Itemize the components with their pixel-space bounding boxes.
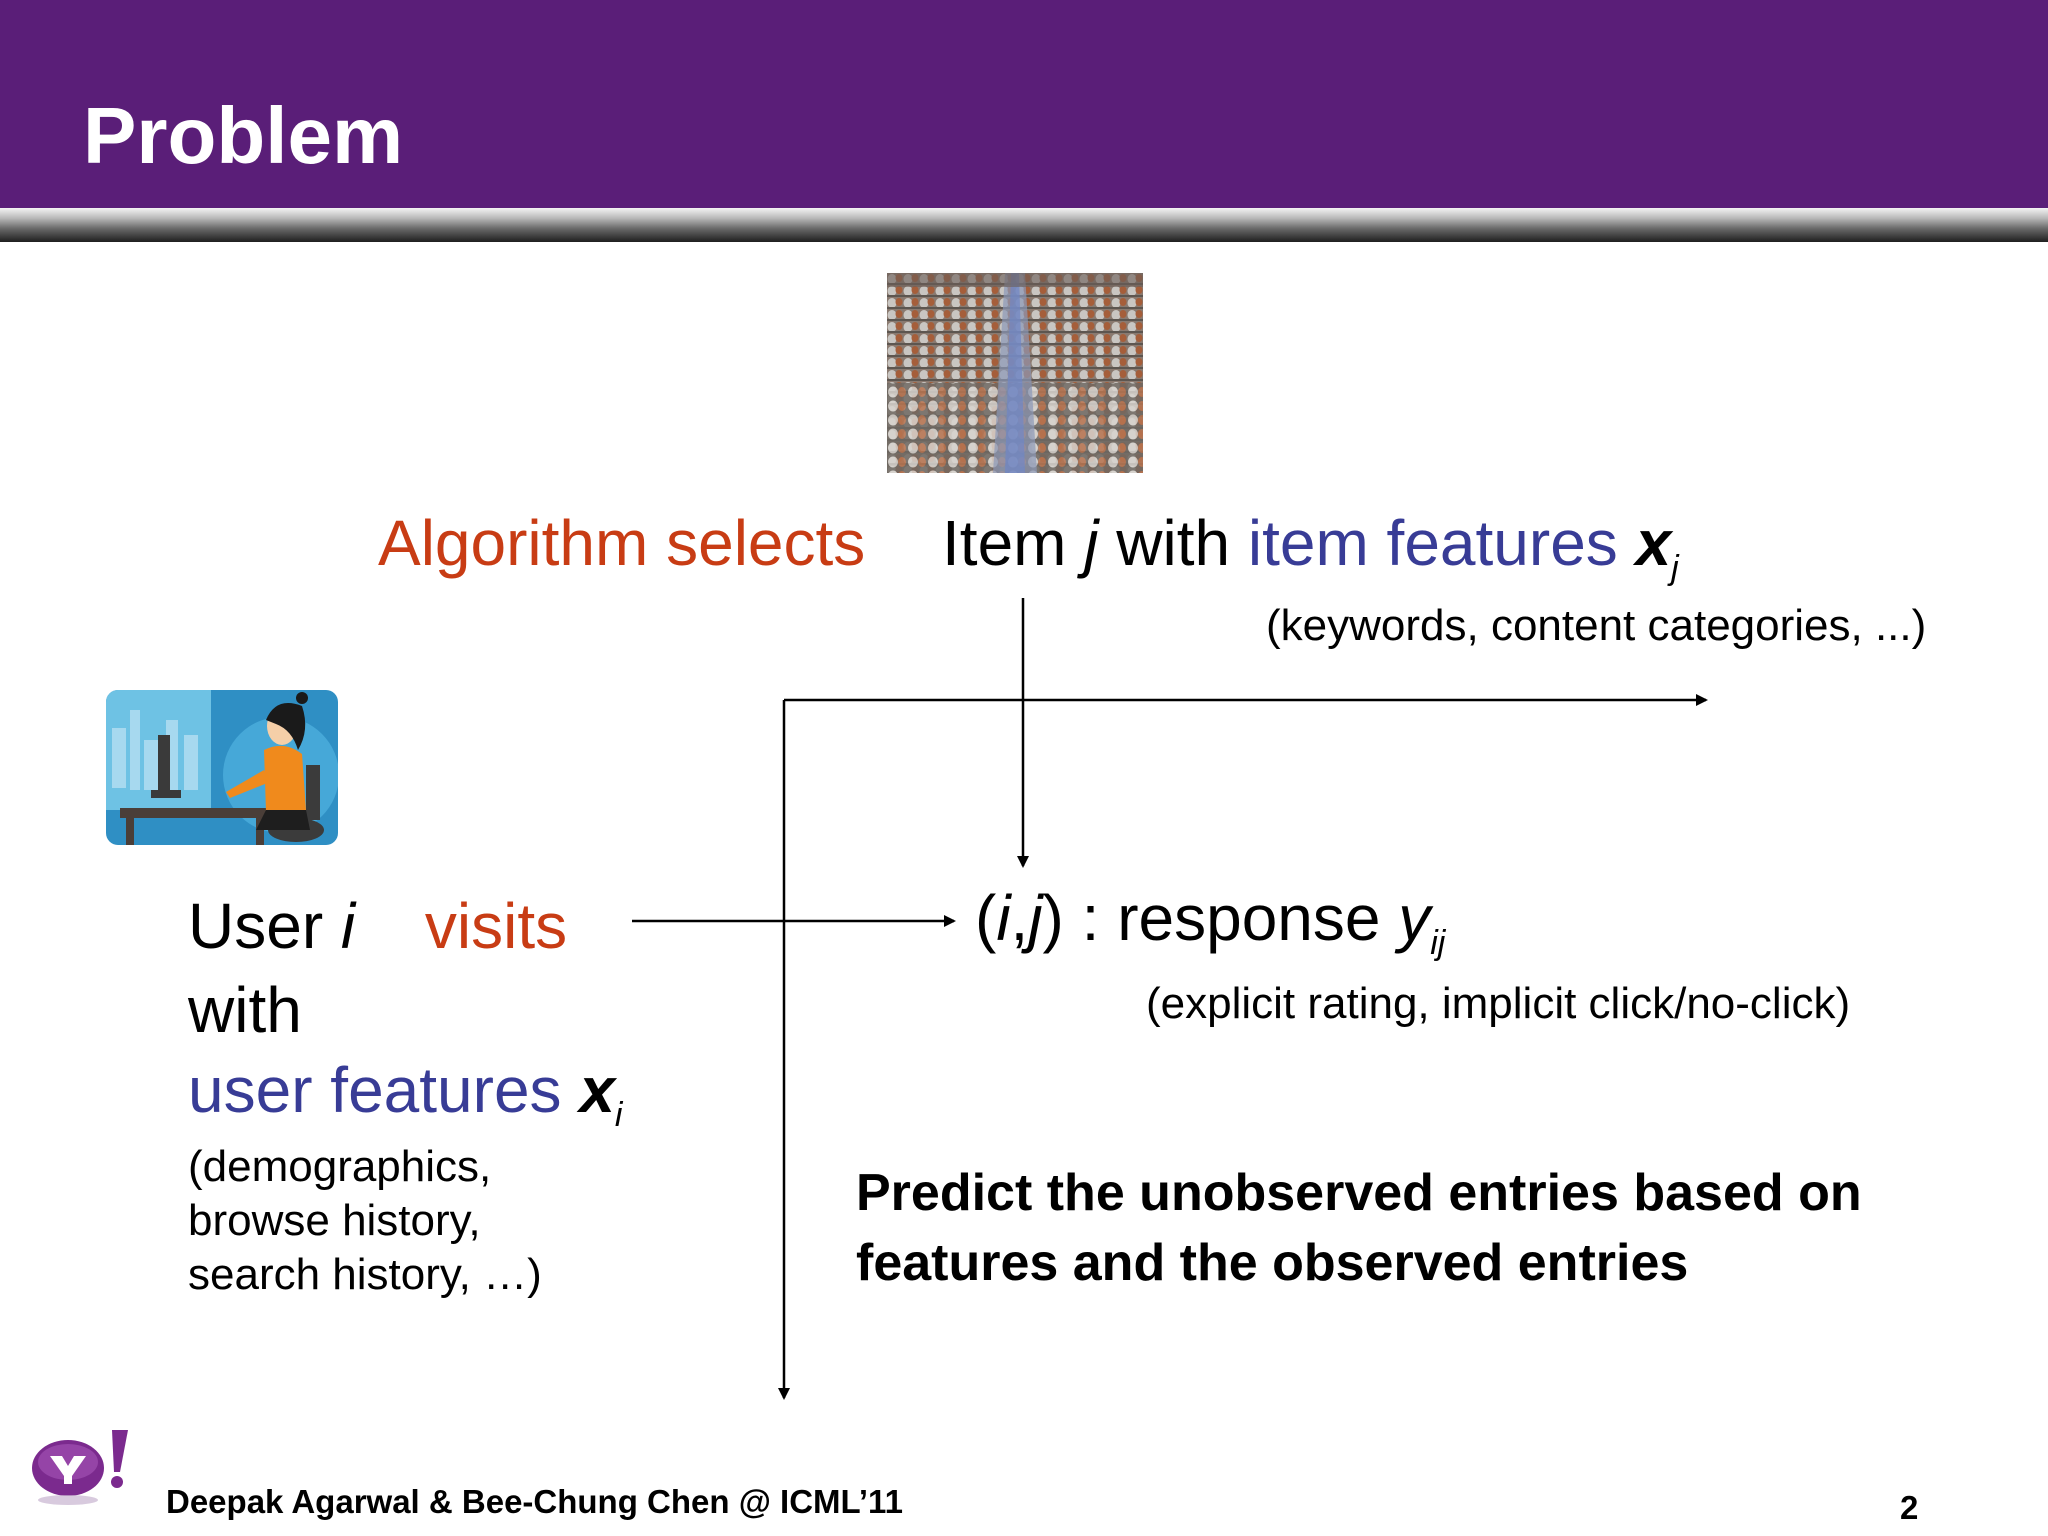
slide-title: Problem — [83, 91, 404, 180]
warehouse-photo — [887, 273, 1143, 473]
user-feature-subscript: i — [614, 1096, 623, 1134]
item-features-label: item features — [1247, 507, 1618, 579]
algorithm-selects-label: Algorithm selects — [378, 507, 866, 579]
title-bar: Problem — [0, 0, 2048, 208]
item-with: with — [1116, 507, 1231, 579]
user-line: User i visits — [188, 888, 567, 964]
user-visits-label: visits — [424, 890, 568, 962]
response-note: (explicit rating, implicit click/no-clic… — [1146, 979, 1851, 1028]
user-features-note-3: search history, …) — [188, 1250, 542, 1299]
response-y: y — [1398, 882, 1431, 954]
item-features-note: (keywords, content categories, ...) — [1266, 601, 1927, 650]
user-at-computer-illustration — [106, 690, 338, 845]
item-feature-vector: x — [1635, 507, 1672, 579]
item-prefix: Item — [942, 507, 1067, 579]
title-divider — [0, 208, 2048, 242]
response-open-paren: ( — [975, 882, 997, 954]
user-with: with — [188, 974, 302, 1046]
response-subscript: ij — [1430, 924, 1446, 962]
predict-statement: Predict the unobserved entries based on … — [856, 1164, 1862, 1292]
yahoo-logo — [32, 1430, 128, 1505]
user-features-label: user features — [188, 1054, 562, 1126]
user-var: i — [340, 890, 356, 962]
response-close-paren: ) — [1042, 882, 1064, 954]
user-features-line: user features xi — [188, 1052, 622, 1139]
item-label: Item j with item features xj — [942, 505, 1679, 592]
response-comma: , — [1010, 882, 1029, 954]
user-features-note-1: (demographics, — [188, 1142, 492, 1191]
response-j: j — [1028, 882, 1043, 954]
response-i: i — [996, 882, 1011, 954]
item-feature-subscript: j — [1671, 549, 1679, 587]
user-features-note-2: browse history, — [188, 1196, 481, 1245]
user-prefix: User — [188, 890, 324, 962]
response-label: (i,j) : response yij — [975, 880, 1445, 967]
user-feature-vector: x — [579, 1054, 615, 1126]
footer-author: Deepak Agarwal & Bee-Chung Chen @ ICML’1… — [166, 1483, 903, 1520]
page-number: 2 — [1900, 1489, 1919, 1526]
response-text: : response — [1063, 882, 1399, 954]
item-var: j — [1084, 507, 1099, 579]
